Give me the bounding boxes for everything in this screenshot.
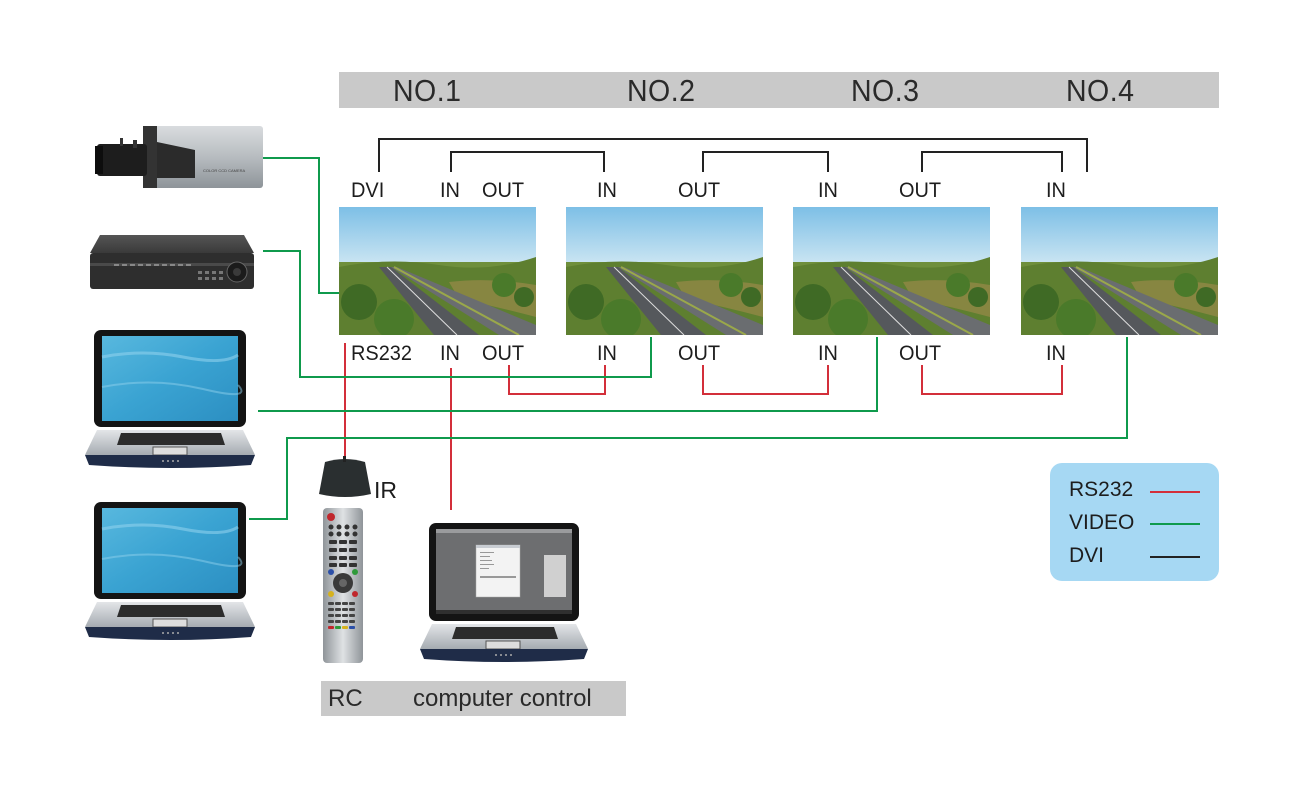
port-in-1-top: IN [440,179,460,202]
port-in-2-bottom: IN [597,342,617,365]
port-in-3-top: IN [818,179,838,202]
display-label-2: NO.2 [627,73,696,108]
port-dvi-1: DVI [351,179,385,202]
dvi-wire-1-2 [450,151,605,172]
control-laptop-icon [420,523,588,662]
legend: RS232 VIDEO DVI [1050,463,1219,581]
legend-dvi-line [1150,556,1200,558]
dvr-icon [90,235,254,289]
port-in-4-top: IN [1046,179,1066,202]
laptop-icon-2 [85,502,255,640]
legend-video-label: VIDEO [1069,511,1135,534]
port-in-4-bottom: IN [1046,342,1066,365]
video-wire-laptop2 [249,337,1128,520]
dvi-wire-2-3 [702,151,829,172]
port-out-1-top: OUT [482,179,525,202]
port-out-3-top: OUT [899,179,942,202]
display-screen-1 [339,207,536,335]
dvi-wires [378,138,1088,172]
legend-dvi-label: DVI [1069,544,1105,567]
port-out-2-bottom: OUT [678,342,721,365]
display-label-3: NO.3 [851,73,920,108]
video-wires [249,157,1128,520]
legend-rs232-line [1150,491,1200,493]
ir-label: IR [374,477,397,503]
port-rs232-1: RS232 [351,342,413,365]
port-in-1-bottom: IN [440,342,460,365]
video-wire-dvr [263,250,652,378]
display-label-1: NO.1 [393,73,462,108]
port-in-2-top: IN [597,179,617,202]
camera-icon: COLOR CCD CAMERA [95,126,263,188]
legend-video-line [1150,523,1200,525]
display-screen-2 [566,207,763,335]
laptop-icon-1 [85,330,255,468]
legend-rs232-label: RS232 [1069,478,1134,501]
video-wire-camera [262,157,339,294]
rs232-wire-2-3 [702,365,829,395]
rc-label: RC [328,685,363,712]
computer-control-label: computer control [413,685,592,712]
display-label-4: NO.4 [1066,73,1135,108]
remote-control-icon [323,508,363,663]
video-wire-laptop1 [258,337,878,412]
port-in-3-bottom: IN [818,342,838,365]
display-screen-4 [1021,207,1218,335]
rs232-wire-1-2 [508,365,606,395]
ir-receiver-icon [319,456,371,497]
port-out-1-bottom: OUT [482,342,525,365]
dvi-wire-3-4 [921,151,1063,172]
port-out-2-top: OUT [678,179,721,202]
dvi-wire-main [378,138,1088,172]
rs232-wire-3-4 [921,365,1063,395]
rs232-wires [344,343,1063,510]
display-header-bar [339,72,1219,108]
control-label-bar: RC computer control [321,681,626,716]
port-out-3-bottom: OUT [899,342,942,365]
display-screen-3 [793,207,990,335]
svg-text:COLOR CCD CAMERA: COLOR CCD CAMERA [203,168,246,173]
